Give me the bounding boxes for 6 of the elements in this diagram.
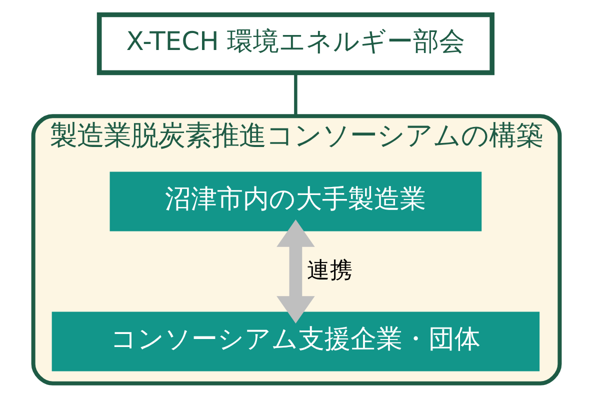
edge-label: 連携 <box>306 257 352 284</box>
arrow <box>276 220 314 324</box>
node-box: X-TECH 環境エネルギー部会 <box>96 12 494 76</box>
connector <box>294 72 297 116</box>
node-box: コンソーシアム支援企業・団体 <box>51 312 540 372</box>
node-box: 沼津市内の大手製造業 <box>109 172 482 232</box>
